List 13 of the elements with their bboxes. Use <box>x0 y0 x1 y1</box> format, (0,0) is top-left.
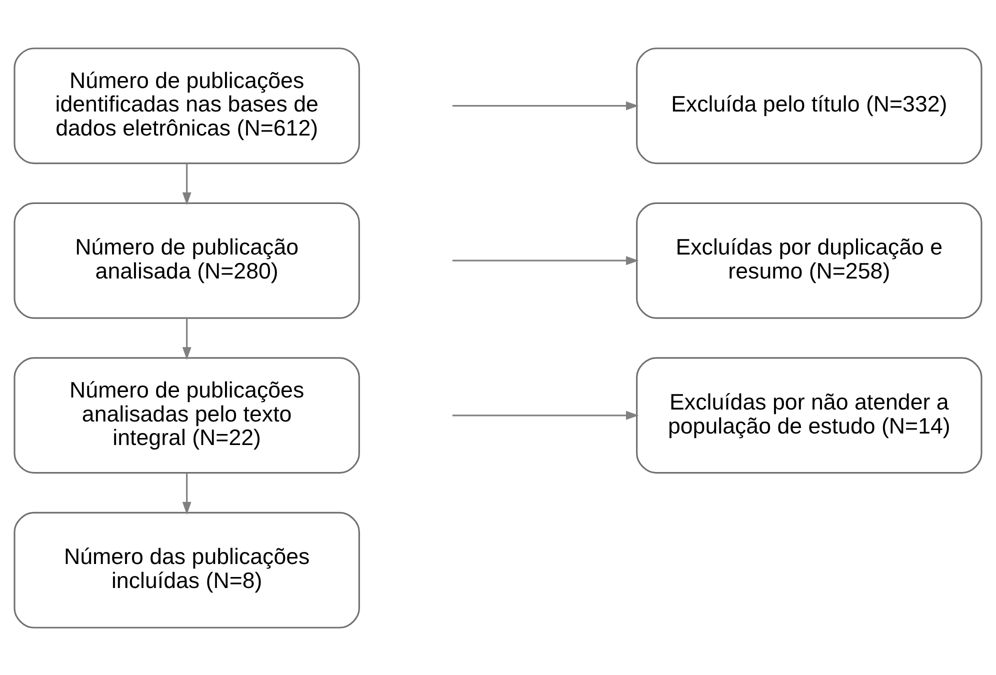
arrow <box>452 100 639 110</box>
arrow <box>452 256 639 265</box>
node-box: Excluídas por duplicação e resumo (N=258) <box>636 202 982 318</box>
arrow <box>182 472 192 514</box>
node-box: Excluída pelo título (N=332) <box>636 47 982 164</box>
node-box: Número de publicação analisada (N=280) <box>14 202 360 318</box>
node-box: Excluídas por não atender a população de estudo (N=14) <box>636 356 982 474</box>
arrow <box>182 162 192 205</box>
node-box: Número das publicações incluídas (N=8) <box>14 511 360 628</box>
node-box: Número de publicações analisadas pelo texto integral (N=22) <box>14 356 360 474</box>
arrow <box>182 318 192 360</box>
arrow <box>452 410 639 420</box>
node-box: Número de publicações identificadas nas bases de dados eletrônicas (N=612) <box>14 47 360 164</box>
